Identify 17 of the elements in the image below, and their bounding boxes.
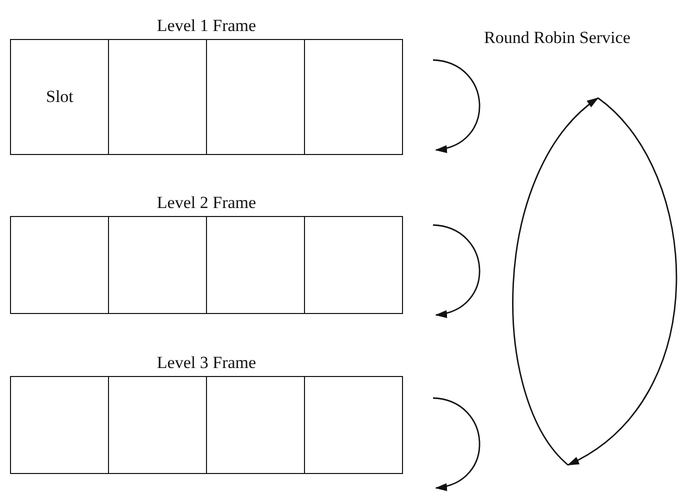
frame-title: Level 3 Frame <box>156 352 256 374</box>
slot <box>10 39 110 155</box>
slot <box>304 376 403 474</box>
frame-title: Level 2 Frame <box>156 192 256 214</box>
slot <box>206 39 306 155</box>
slot <box>108 216 208 314</box>
service-title: Round Robin Service <box>484 28 630 48</box>
slot <box>10 216 110 314</box>
slot <box>206 216 306 314</box>
slot <box>108 376 208 474</box>
slot-label: Slot <box>46 87 74 107</box>
slot <box>10 376 110 474</box>
slot <box>108 39 208 155</box>
slot <box>304 39 403 155</box>
slot <box>304 216 403 314</box>
frame-title: Level 1 Frame <box>156 15 256 37</box>
slot <box>206 376 306 474</box>
